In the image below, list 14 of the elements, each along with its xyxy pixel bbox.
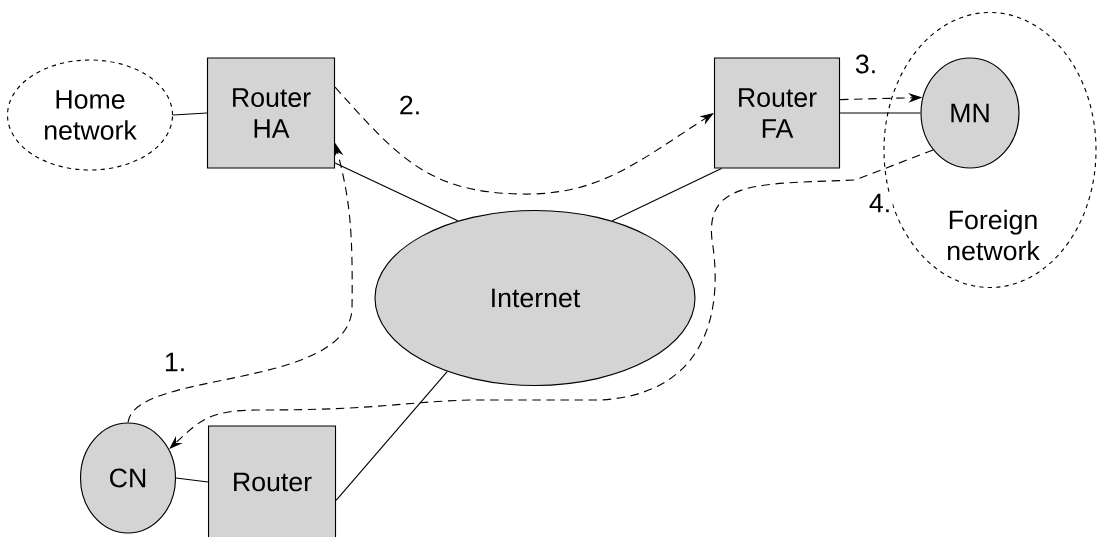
router-box: Router FA bbox=[713, 57, 841, 169]
step-number: 1. bbox=[162, 351, 188, 373]
connector-line bbox=[839, 112, 921, 114]
connector-line bbox=[334, 162, 459, 222]
step-number: 3. bbox=[853, 53, 879, 75]
router-box: Router HA bbox=[206, 57, 336, 169]
connector-line bbox=[172, 112, 208, 116]
step-number: 2. bbox=[397, 94, 423, 116]
router-box: Router bbox=[207, 425, 337, 537]
connector-line bbox=[175, 477, 209, 483]
connector-line bbox=[611, 168, 722, 222]
step-number: 4. bbox=[867, 192, 893, 214]
connector-line bbox=[335, 371, 448, 501]
dashed-arrow bbox=[334, 86, 714, 195]
